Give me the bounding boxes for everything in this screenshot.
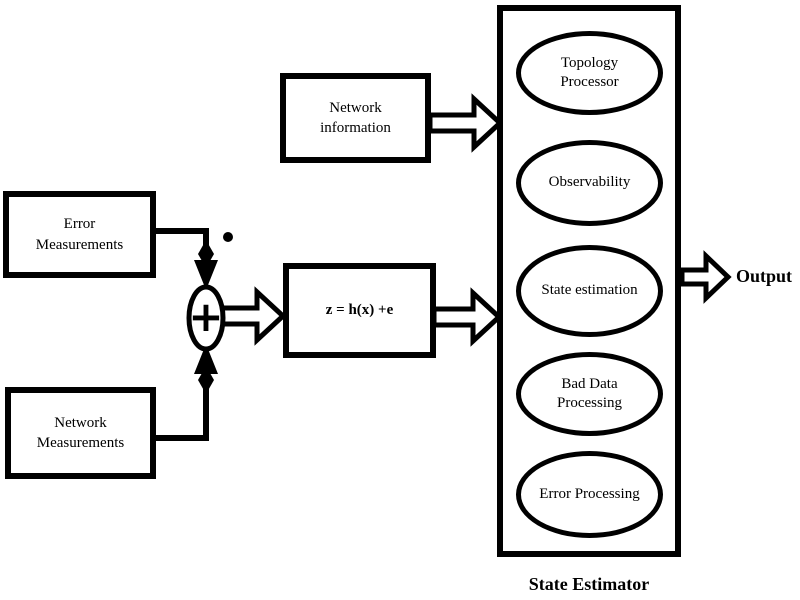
model-to-estimator-arrow — [431, 287, 503, 347]
module-error-processing: Error Processing — [516, 451, 663, 538]
module-label: Topology Processor — [560, 54, 619, 91]
module-observability: Observability — [516, 140, 663, 226]
network-to-sum-connector — [152, 382, 209, 441]
module-label: Observability — [548, 174, 631, 191]
sum-junction-circle — [186, 284, 226, 352]
measurement-model-label: z = h(x) +e — [325, 302, 394, 319]
network-measurements-box: Network Measurements — [5, 387, 156, 479]
module-label: Bad Data Processing — [557, 375, 622, 412]
output-label: Output — [736, 266, 793, 286]
info-to-estimator-arrow — [427, 93, 504, 153]
sum-input-arrowhead-top — [194, 260, 218, 290]
module-label: State estimation — [541, 282, 638, 299]
junction-dot — [223, 232, 233, 242]
module-state-estimation: State estimation — [516, 245, 663, 337]
network-measurements-label: Network Measurements — [36, 414, 125, 451]
sum-to-model-arrow — [217, 286, 287, 346]
module-topology-processor: Topology Processor — [516, 31, 663, 115]
plus-icon: + — [188, 292, 223, 341]
sum-input-arrowhead-bottom — [194, 344, 218, 374]
error-measurements-label: Error Measurements — [35, 216, 124, 253]
network-information-label: Network information — [320, 99, 391, 136]
module-bad-data-processing: Bad Data Processing — [516, 352, 663, 436]
module-label: Error Processing — [539, 485, 640, 502]
measurement-model-box: z = h(x) +e — [283, 263, 436, 358]
error-measurements-box: Error Measurements — [3, 191, 156, 278]
state-estimator-caption: State Estimator — [528, 574, 650, 594]
network-information-box: Network information — [280, 73, 431, 163]
estimator-to-output-arrow — [679, 250, 732, 304]
